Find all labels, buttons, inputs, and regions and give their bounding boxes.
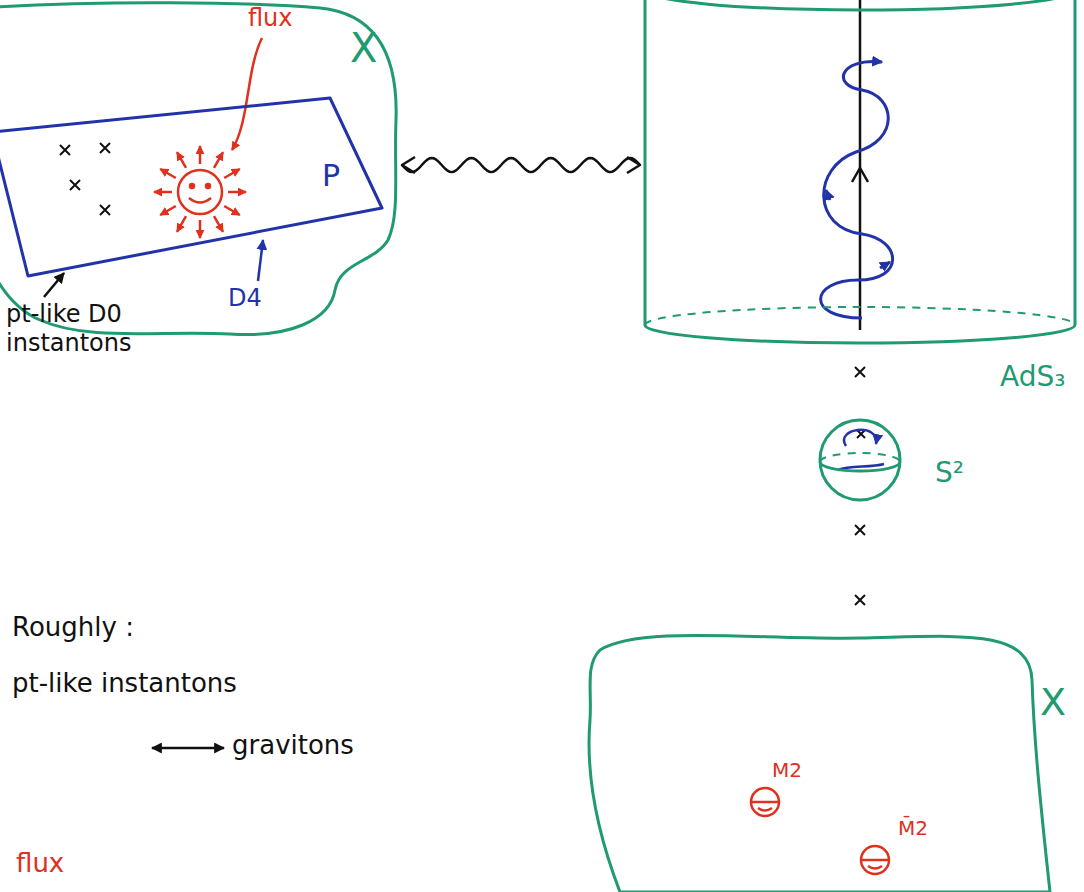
outline-stroke bbox=[645, 0, 1075, 10]
node-label: X bbox=[1040, 680, 1066, 726]
note-text: Roughly : bbox=[12, 612, 134, 643]
flux-leader bbox=[232, 38, 262, 150]
outline-stroke bbox=[0, 98, 382, 276]
node-label: P bbox=[322, 158, 340, 194]
duality-arrow bbox=[402, 157, 640, 173]
wavy-line bbox=[402, 158, 640, 172]
string-worldline bbox=[821, 0, 893, 330]
arrow-head bbox=[402, 157, 415, 173]
wrapped-string bbox=[844, 430, 876, 446]
instanton-marks bbox=[60, 143, 110, 215]
d4-plane: P bbox=[0, 95, 385, 280]
note-text: gravitons bbox=[232, 730, 354, 761]
outline-stroke bbox=[820, 462, 900, 471]
manifold-blob: X bbox=[580, 620, 1084, 892]
outline-stroke bbox=[645, 307, 1075, 325]
axis-marks bbox=[855, 367, 865, 605]
instanton-leader bbox=[44, 273, 64, 297]
node-label: S² bbox=[935, 456, 964, 490]
m2-brane bbox=[751, 788, 889, 874]
note-text: pt-like instantons bbox=[12, 668, 237, 699]
brane-label: M2 bbox=[772, 758, 802, 782]
outline-stroke bbox=[645, 325, 1075, 343]
manifold-blob: XP bbox=[0, 0, 402, 345]
ads3-cylinder: AdS₃ bbox=[640, 0, 1080, 350]
manifold-blob-outline bbox=[580, 620, 1084, 892]
flux-sun bbox=[154, 38, 262, 238]
brane-label: M̄2 bbox=[898, 816, 928, 840]
node-label: AdS₃ bbox=[1000, 360, 1065, 394]
instanton-label: pt-like D0 instantons bbox=[6, 300, 176, 358]
outline-stroke bbox=[589, 635, 1050, 892]
brane-label: D4 bbox=[228, 284, 262, 313]
outline-stroke bbox=[820, 453, 900, 462]
node-label: X bbox=[350, 24, 377, 72]
correspondence-arrow bbox=[152, 747, 224, 750]
manifold-blob-outline bbox=[0, 0, 402, 345]
arrow-head bbox=[627, 157, 640, 173]
sphere: S² bbox=[816, 416, 904, 504]
sphere-outline bbox=[816, 416, 904, 504]
flux-label: flux bbox=[16, 848, 64, 879]
d4-leader bbox=[258, 240, 263, 281]
outline-stroke bbox=[645, 0, 1075, 325]
ads3-cylinder-outline bbox=[640, 0, 1080, 350]
outline-stroke bbox=[820, 420, 900, 500]
outline-stroke bbox=[0, 3, 396, 335]
flux-label: flux bbox=[248, 4, 293, 33]
